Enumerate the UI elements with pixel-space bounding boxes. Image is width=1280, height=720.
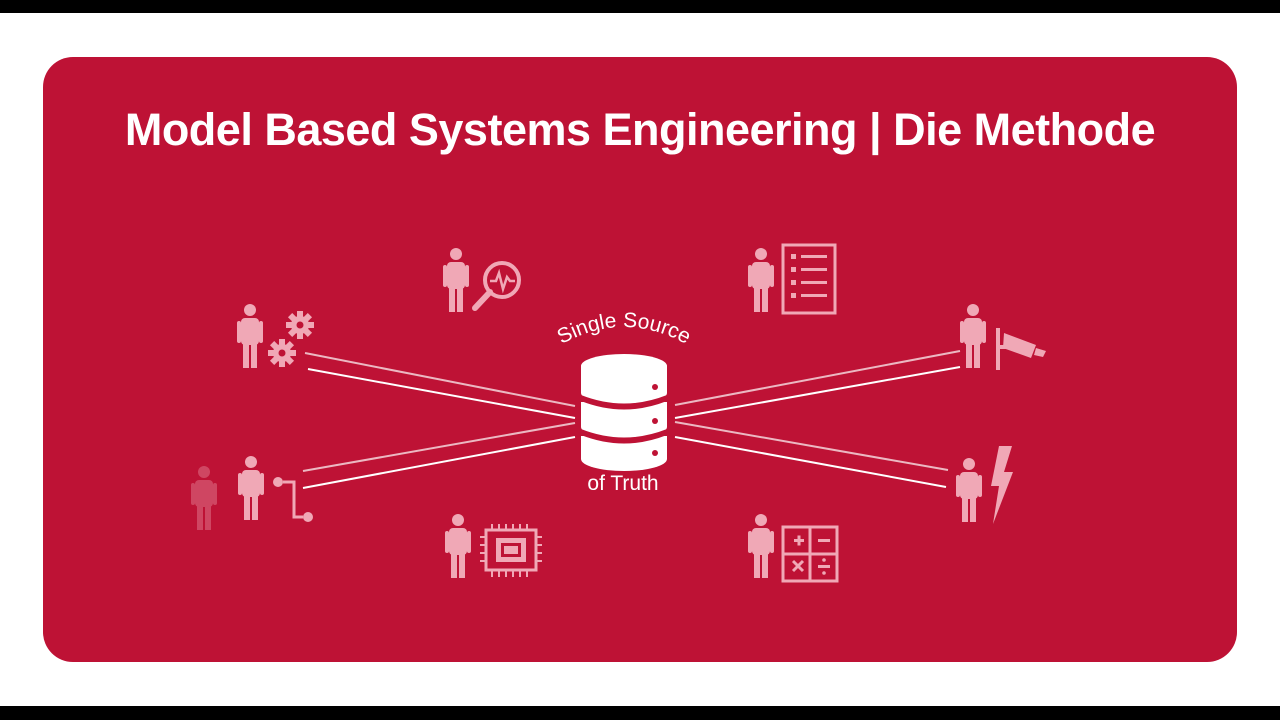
connection-lines [302,350,961,489]
person-chip-icon [445,514,542,578]
person-calculator-icon [748,514,839,583]
link-lightning-b [674,436,947,488]
link-camera-b [674,366,961,419]
person-gears-icon [237,304,314,368]
person-checklist-icon [748,243,837,315]
person-magnifier-waveform-icon [443,248,521,312]
center-label-top: Single Source [554,309,695,349]
database-icon [581,354,667,471]
slide-title: Model Based Systems Engineering | Die Me… [124,104,1156,155]
link-flow-b [302,436,576,489]
person-lightning-icon [956,446,1013,524]
link-camera-a [674,350,961,406]
link-flow-a [302,422,576,472]
person-flow-icon [191,456,313,530]
center-label-bottom: of Truth [587,472,658,495]
letterbox-top [0,0,1280,13]
link-gears-a [304,352,576,407]
letterbox-bottom [0,706,1280,720]
link-gears-b [307,368,576,419]
person-camera-icon [960,304,1046,370]
link-lightning-a [674,421,949,471]
